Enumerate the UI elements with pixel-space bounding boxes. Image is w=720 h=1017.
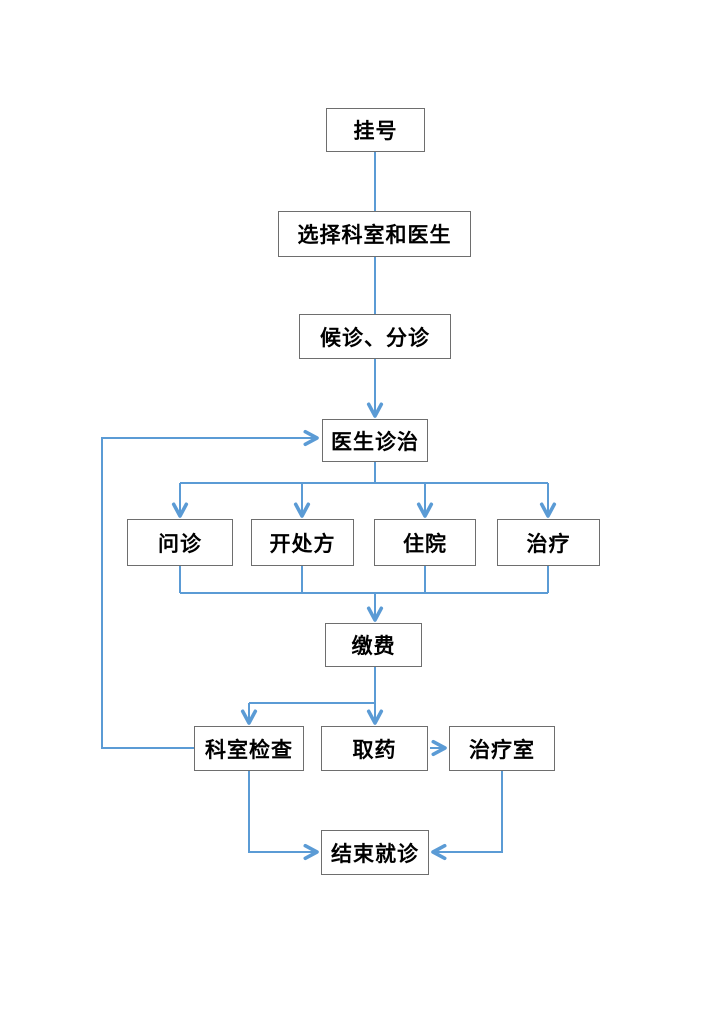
node-register-label: 挂号 — [353, 118, 398, 143]
node-select-dept-doctor: 选择科室和医生 — [278, 211, 471, 257]
connector-merge-rail — [179, 566, 549, 594]
connector-payment-split-rail — [249, 667, 376, 704]
node-prescription-label: 开处方 — [269, 530, 336, 556]
node-prescription: 开处方 — [251, 519, 354, 566]
node-dept-examination: 科室检查 — [194, 726, 304, 771]
node-inquiry-label: 问诊 — [158, 530, 202, 556]
node-wait-triage: 候诊、分诊 — [299, 314, 451, 359]
node-doctor-diagnosis: 医生诊治 — [322, 419, 428, 462]
node-end-visit-label: 结束就诊 — [331, 840, 419, 866]
edge-treatmentroom-endvisit — [431, 771, 503, 861]
node-payment-label: 缴费 — [351, 633, 396, 658]
edge-deptexam-endvisit — [248, 771, 319, 861]
node-treatment-room: 治疗室 — [449, 726, 555, 771]
node-register: 挂号 — [326, 108, 425, 152]
node-hospitalization-label: 住院 — [403, 530, 447, 556]
node-get-medicine: 取药 — [321, 726, 428, 771]
node-dept-examination-label: 科室检查 — [205, 736, 293, 762]
node-end-visit: 结束就诊 — [321, 830, 429, 875]
node-treatment-room-label: 治疗室 — [469, 736, 535, 762]
node-treatment-label: 治疗 — [526, 530, 571, 556]
edge-deptexam-doctor-feedback — [101, 429, 319, 749]
connector-doctor-branch-rail — [180, 462, 548, 484]
node-inquiry: 问诊 — [127, 519, 233, 566]
node-doctor-diagnosis-label: 医生诊治 — [331, 428, 419, 454]
node-get-medicine-label: 取药 — [352, 736, 397, 762]
node-hospitalization: 住院 — [374, 519, 476, 566]
node-select-dept-doctor-label: 选择科室和医生 — [297, 222, 452, 247]
node-wait-triage-label: 候诊、分诊 — [320, 324, 430, 350]
node-payment: 缴费 — [325, 623, 422, 667]
node-treatment: 治疗 — [497, 519, 600, 566]
